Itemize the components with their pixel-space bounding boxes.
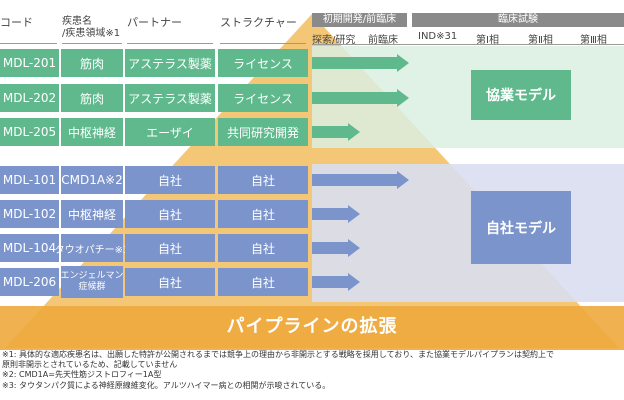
row-disease: CMD1A※2: [61, 166, 123, 194]
header-explore: 探索/研究: [312, 35, 356, 46]
row-disease: 中枢神経: [61, 200, 123, 228]
progress-arrow: [312, 273, 360, 291]
header-phase3: 第Ⅲ相: [580, 35, 607, 46]
row-partner: 自社: [125, 234, 215, 262]
footnote: ※3: タウタンパク質による神経原線維変化。アルツハイマー病との相関が示唆されて…: [2, 381, 331, 390]
row-disease: タウオパチー※3: [55, 234, 129, 262]
row-structure: 自社: [218, 234, 308, 262]
arrow-shape: [312, 239, 360, 257]
progress-arrow: [312, 205, 360, 223]
header-phase2: 第Ⅱ相: [528, 35, 553, 46]
row-structure: ライセンス: [218, 49, 308, 77]
row-structure: 自社: [218, 268, 308, 296]
pipeline-banner: パイプラインの拡張: [226, 316, 398, 337]
row-partner: 自社: [125, 268, 215, 296]
header-early-bar: 初期開発/前臨床: [312, 13, 407, 27]
arrow-shape: [312, 273, 360, 291]
row-partner: 自社: [125, 166, 215, 194]
row-disease: エンジェルマン 症候群: [61, 266, 124, 298]
row-structure: ライセンス: [218, 84, 308, 112]
arrow-shape: [312, 205, 360, 223]
row-partner: アステラス製薬: [125, 84, 215, 112]
row-partner: 自社: [125, 200, 215, 228]
header-preclinical: 前臨床: [368, 35, 398, 46]
arrow-shape: [312, 171, 409, 189]
jisha-model-box: 自社モデル: [471, 191, 571, 264]
row-code: MDL-202: [0, 84, 59, 112]
jisha-band: [312, 164, 624, 302]
row-code: MDL-101: [0, 166, 59, 194]
arrow-shape: [312, 54, 409, 72]
progress-arrow: [312, 239, 360, 257]
row-structure: 自社: [218, 200, 308, 228]
header-partner: パートナー: [127, 14, 213, 44]
row-code: MDL-104: [0, 234, 59, 262]
header-disease: 疾患名 /疾患領域※1: [62, 14, 122, 44]
arrow-shape: [312, 123, 360, 141]
row-code: MDL-201: [0, 49, 59, 77]
header-code: コード: [0, 14, 57, 44]
row-code: MDL-102: [0, 200, 59, 228]
footnote: ※2: CMD1A=先天性筋ジストロフィー1A型: [2, 370, 162, 379]
row-structure: 共同研究開発: [218, 118, 308, 146]
row-partner: エーザイ: [125, 118, 215, 146]
row-disease: 筋肉: [61, 49, 123, 77]
row-code: MDL-205: [0, 118, 59, 146]
progress-arrow: [312, 54, 409, 72]
progress-arrow: [312, 89, 409, 107]
row-disease: 中枢神経: [61, 118, 123, 146]
row-partner: アステラス製薬: [125, 49, 215, 77]
row-structure: 自社: [218, 166, 308, 194]
header-sub-line: [312, 44, 624, 45]
row-code: MDL-206: [0, 268, 59, 296]
footnote: ※1: 具体的な適応疾患名は、出願した特許が公開されるまでは競争上の理由から非開…: [2, 350, 554, 369]
progress-arrow: [312, 123, 360, 141]
arrow-shape: [312, 89, 409, 107]
row-disease: 筋肉: [61, 84, 123, 112]
header-structure: ストラクチャー: [220, 14, 306, 44]
header-ind: IND※31: [418, 31, 458, 42]
kyogyo-model-box: 協業モデル: [471, 70, 571, 120]
header-clinical-bar: 臨床試験: [412, 13, 624, 27]
progress-arrow: [312, 171, 409, 189]
header-phase1: 第Ⅰ相: [476, 35, 499, 46]
